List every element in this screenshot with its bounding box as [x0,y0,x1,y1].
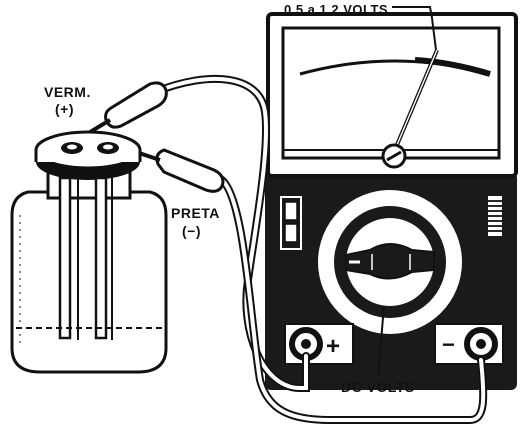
ohms-adjust-wheel[interactable] [488,196,502,236]
plus-terminal-label: + [326,333,341,360]
meter-window [281,26,501,160]
multimeter: + − [265,12,518,390]
red-wire-sign: (+) [55,101,74,117]
glass-jar [10,190,168,374]
electrode-negative [94,176,108,340]
function-selector[interactable] [318,190,462,334]
zero-adjust-slot [386,150,402,162]
dc-volts-label: DC VOLTS [341,379,415,395]
dc-volts-pointer [377,305,385,377]
red-probe-handle[interactable] [104,81,168,129]
electrolytic-cell [10,130,168,374]
voltage-range-pointer [392,6,437,51]
black-probe-handle[interactable] [155,148,225,193]
selector-knob[interactable] [345,243,435,280]
red-wire-label: VERM. [44,84,91,100]
red-test-lead [70,74,310,392]
range-switch-button-bottom[interactable] [284,223,298,243]
electrode-positive [58,176,72,340]
meter-needle-inner [393,49,438,153]
range-switch-button-top[interactable] [284,201,298,221]
minus-terminal-label: − [442,332,455,357]
meter-scale-arc-thick [414,57,491,77]
voltage-range-label: 0,5 a 1,2 VOLTS [284,2,388,17]
black-wire-sign: (−) [182,223,201,239]
black-wire-label: PRETA [171,205,220,221]
